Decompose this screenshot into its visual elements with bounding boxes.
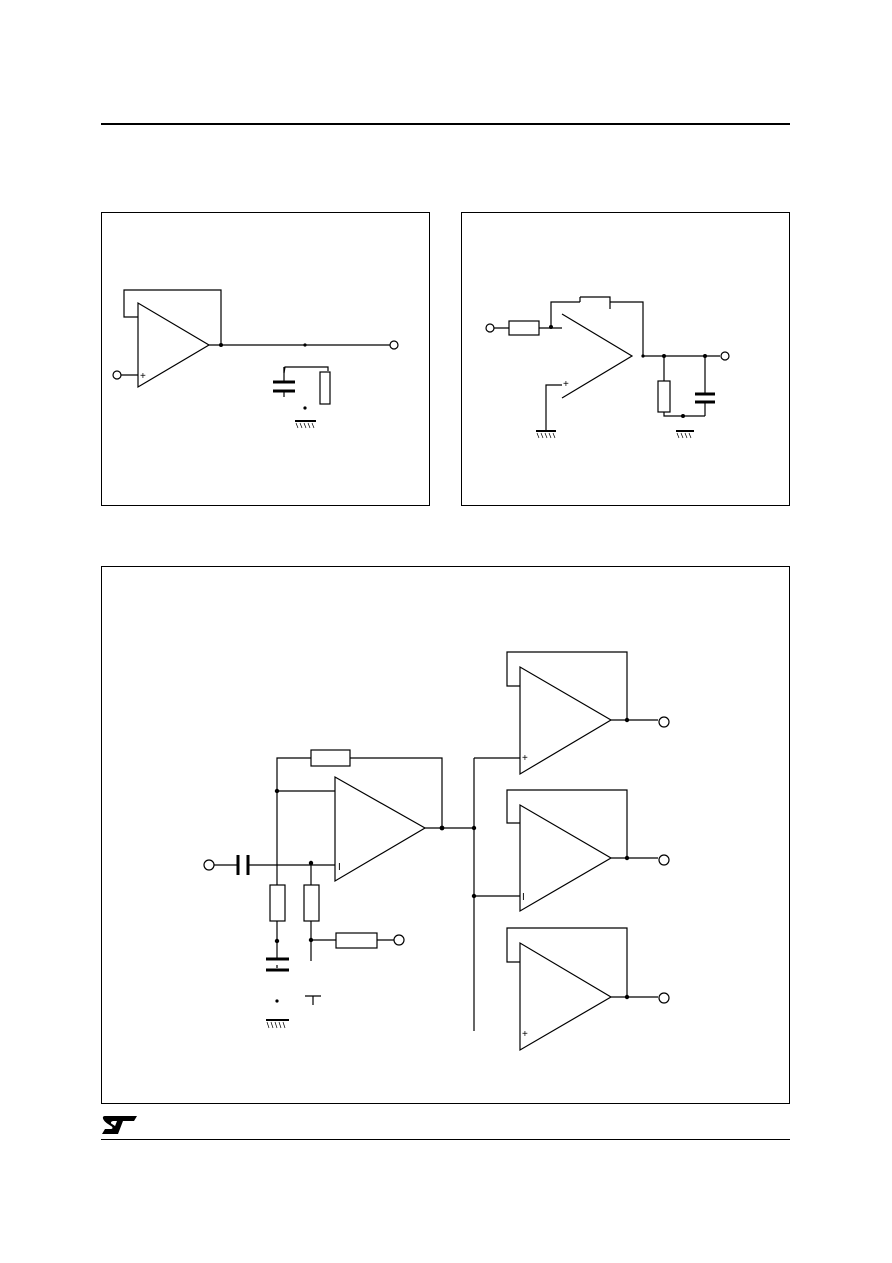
figure-inverting-stage: + <box>461 212 790 506</box>
plus-pin-label: + <box>563 379 569 390</box>
input-terminal <box>485 323 495 333</box>
bus-wire <box>425 758 475 1031</box>
buffer-1-junction <box>624 717 630 723</box>
footer-rule <box>101 1139 790 1140</box>
splitter-schematic: I + I <box>203 651 670 1052</box>
opamp-triangle <box>561 313 634 399</box>
buffer-1-feedback <box>506 651 628 720</box>
inverting-junction <box>308 860 314 866</box>
input-capacitor <box>236 855 250 875</box>
plus-pin-label: + <box>140 371 146 382</box>
buffer-1-plus-label: + <box>522 753 528 764</box>
bias-left-junction <box>274 938 280 944</box>
ground-junction <box>681 414 685 418</box>
main-opamp <box>334 775 427 883</box>
output-terminal <box>720 351 730 361</box>
main-minus-label: I <box>338 862 341 873</box>
buffer-1-opamp <box>519 665 613 776</box>
output-junction <box>219 343 223 347</box>
ground-left-hatch <box>536 432 556 439</box>
feedback-resistor <box>310 749 351 767</box>
input-terminal <box>203 859 215 871</box>
load-wires <box>663 356 706 417</box>
capacitor-plates <box>273 380 295 393</box>
feedback-loop <box>276 757 443 828</box>
buffer-3-junction <box>624 994 630 1000</box>
output-terminal-3 <box>658 992 670 1004</box>
feedback-wire <box>123 289 222 345</box>
noninverting-ground-wire <box>545 384 562 431</box>
supply-resistor <box>335 932 378 949</box>
ground-dot <box>275 999 279 1003</box>
figure-splitter: I + I <box>101 566 790 1104</box>
buffer-schematic: + <box>112 289 399 429</box>
output-terminal-1 <box>658 716 670 728</box>
ground-hatch <box>295 422 315 429</box>
buffer-2-junction <box>624 855 630 861</box>
feedback-wire <box>550 301 644 356</box>
ground-junction <box>303 406 307 410</box>
buffer-2-minus-label: I <box>522 892 525 903</box>
input-terminal <box>112 370 122 380</box>
supply-terminal <box>393 934 405 946</box>
bus-junction-top <box>471 825 477 831</box>
load-capacitor <box>695 392 715 404</box>
opamp-triangle <box>137 301 211 389</box>
ground-right-hatch <box>676 432 692 439</box>
tee-symbol <box>305 995 321 1005</box>
bias-resistor-right <box>303 884 320 922</box>
figure-buffer-with-filter: + <box>101 212 430 506</box>
st-logo-icon <box>102 1116 137 1134</box>
buffer-2-feedback <box>506 789 628 858</box>
header-rule <box>101 123 790 125</box>
bias-resistor-left <box>269 884 286 922</box>
feedback-resistor <box>579 296 611 309</box>
buffer-3-feedback <box>506 927 628 997</box>
buffer-3-opamp <box>519 941 613 1052</box>
output-terminal <box>389 340 399 350</box>
load-resistor <box>657 380 671 413</box>
bias-capacitor <box>266 957 289 972</box>
input-resistor <box>508 320 540 336</box>
inverting-schematic: + <box>485 296 730 439</box>
buffer-2-opamp <box>519 803 613 913</box>
buffer-3-plus-label: + <box>522 1029 528 1040</box>
ground-hatch <box>266 1021 286 1029</box>
mid-junction <box>303 343 307 347</box>
output-terminal-2 <box>658 854 670 866</box>
resistor-body <box>319 371 331 405</box>
